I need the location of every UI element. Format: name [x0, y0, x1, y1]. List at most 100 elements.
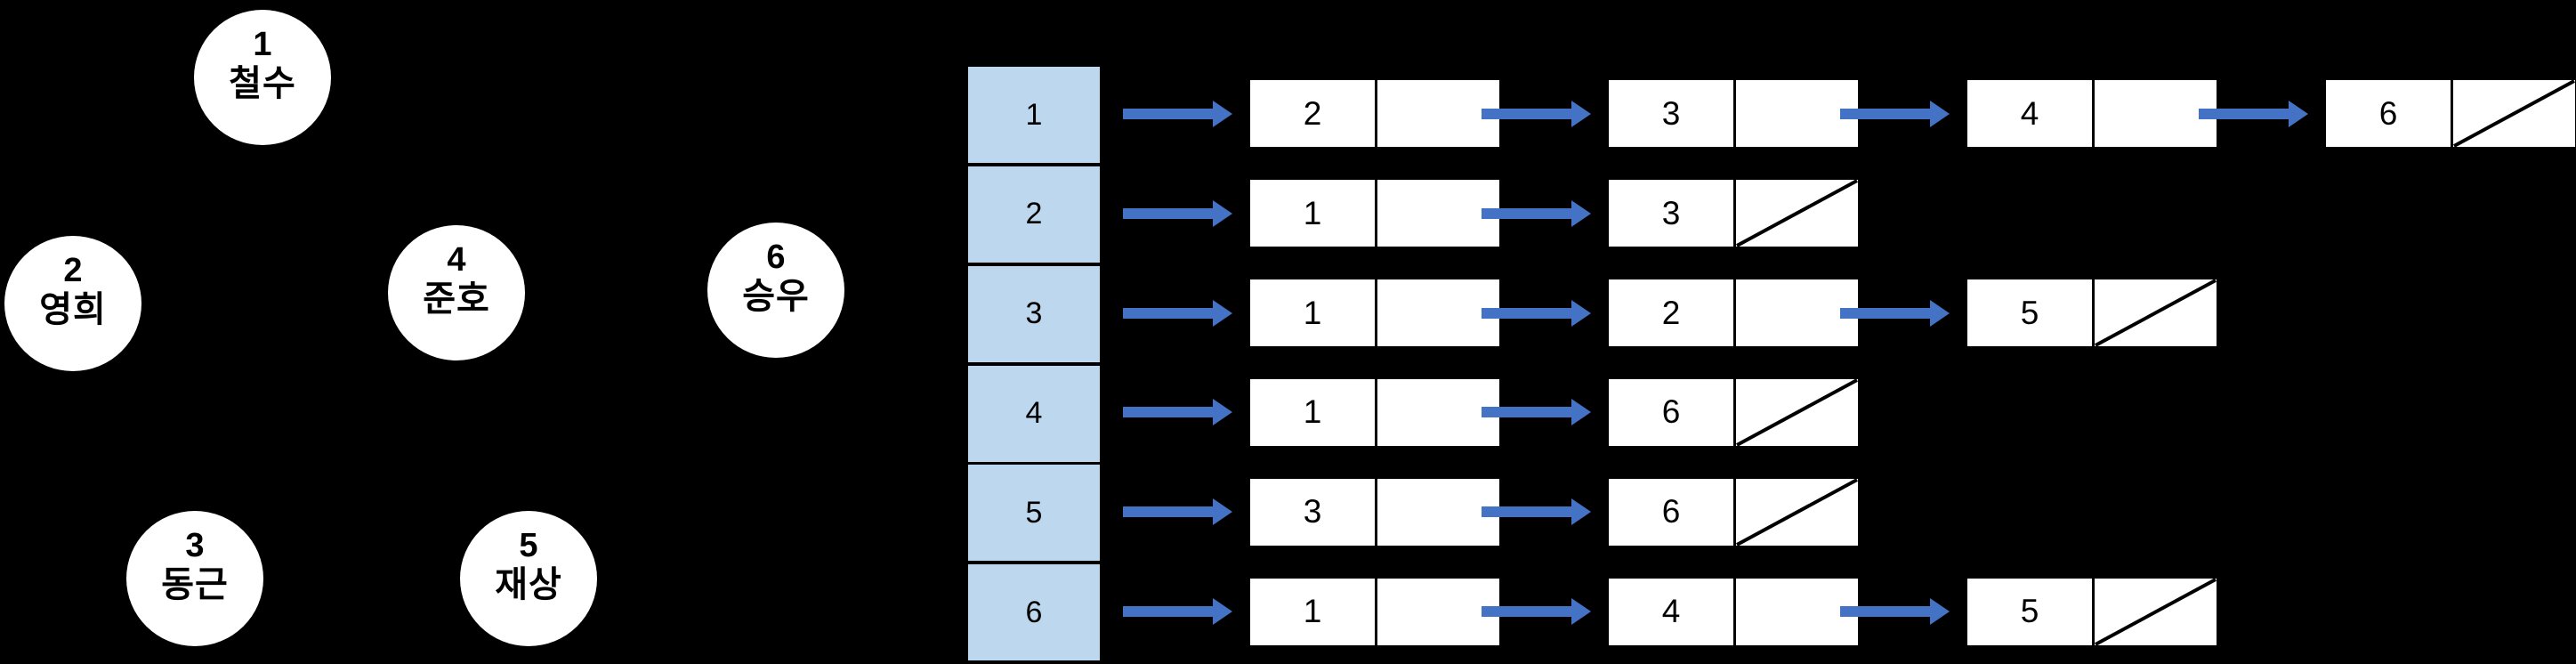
list-node-value: 6 — [1661, 493, 1681, 530]
right-arrow-icon — [1123, 199, 1232, 227]
graph-node-name: 동근 — [161, 564, 229, 604]
graph-node-number: 1 — [253, 26, 272, 64]
null-pointer-slash-icon — [1736, 478, 1858, 546]
vertex-header-cell-4: 4 — [965, 362, 1102, 465]
graph-node-name: 철수 — [229, 63, 296, 103]
cell-divider — [2092, 578, 2095, 645]
right-arrow-icon — [1840, 100, 1950, 127]
list-node-value: 3 — [1661, 194, 1681, 231]
graph-node-name: 승우 — [742, 276, 810, 316]
cell-divider — [1733, 80, 1736, 148]
list-node-value: 4 — [2020, 94, 2039, 132]
right-arrow-icon — [1123, 598, 1232, 626]
vertex-header-cell-6: 6 — [965, 562, 1102, 664]
cell-divider — [1733, 578, 1736, 645]
cell-divider — [1375, 578, 1377, 645]
graph-node-name: 영희 — [39, 289, 107, 329]
cell-divider — [1375, 180, 1377, 247]
list-node-value: 1 — [1303, 393, 1322, 431]
list-node-value: 6 — [2378, 94, 2398, 132]
null-pointer-slash-icon — [1736, 180, 1858, 247]
cell-divider — [1733, 478, 1736, 546]
cell-divider — [1733, 378, 1736, 446]
right-arrow-icon — [1482, 399, 1591, 426]
cell-divider — [1733, 180, 1736, 247]
null-pointer-slash-icon — [2095, 279, 2217, 346]
cell-divider — [2092, 279, 2095, 346]
vertex-header-label: 3 — [1025, 296, 1043, 331]
list-node-value: 5 — [2020, 593, 2039, 630]
list-node-5-3: 3 — [1250, 478, 1499, 546]
list-node-5-6: 6 — [1609, 478, 1858, 546]
list-node-2-3: 3 — [1609, 180, 1858, 247]
graph-node-number: 2 — [63, 252, 83, 290]
vertex-header-cell-5: 5 — [965, 462, 1102, 564]
list-node-2-1: 1 — [1250, 180, 1499, 247]
list-node-3-2: 2 — [1609, 279, 1858, 346]
list-node-3-5: 5 — [1967, 279, 2217, 346]
graph-node-name: 준호 — [423, 279, 490, 319]
null-pointer-slash-icon — [2453, 80, 2575, 148]
list-node-value: 3 — [1303, 493, 1322, 530]
cell-divider — [2092, 80, 2095, 148]
vertex-header-cell-1: 1 — [965, 64, 1102, 166]
list-node-1-4: 4 — [1967, 80, 2217, 148]
list-node-value: 1 — [1303, 593, 1322, 630]
right-arrow-icon — [1123, 399, 1232, 426]
list-node-6-4: 4 — [1609, 578, 1858, 645]
vertex-header-label: 5 — [1025, 495, 1043, 530]
list-node-value: 5 — [2020, 294, 2039, 331]
list-node-4-1: 1 — [1250, 378, 1499, 446]
graph-node-name: 재상 — [495, 564, 562, 604]
vertex-header-label: 2 — [1025, 197, 1043, 231]
cell-divider — [1733, 279, 1736, 346]
right-arrow-icon — [1123, 498, 1232, 526]
list-node-value: 3 — [1661, 94, 1681, 132]
cell-divider — [1375, 279, 1377, 346]
list-node-1-3: 3 — [1609, 80, 1858, 148]
list-node-6-5: 5 — [1967, 578, 2217, 645]
vertex-header-label: 4 — [1025, 396, 1043, 431]
graph-node-number: 4 — [447, 241, 466, 279]
list-node-1-6: 6 — [2326, 80, 2575, 148]
list-node-value: 6 — [1661, 393, 1681, 431]
vertex-header-label: 1 — [1025, 97, 1043, 132]
right-arrow-icon — [1840, 299, 1950, 327]
list-node-value: 4 — [1661, 593, 1681, 630]
right-arrow-icon — [1482, 498, 1591, 526]
list-node-value: 2 — [1303, 94, 1322, 132]
right-arrow-icon — [1123, 299, 1232, 327]
cell-divider — [1375, 478, 1377, 546]
graph-node-number: 5 — [519, 527, 538, 565]
list-node-value: 2 — [1661, 294, 1681, 331]
null-pointer-slash-icon — [1736, 378, 1858, 446]
vertex-header-cell-3: 3 — [965, 263, 1102, 365]
vertex-header-cell-2: 2 — [965, 163, 1102, 265]
right-arrow-icon — [1840, 598, 1950, 626]
list-node-3-1: 1 — [1250, 279, 1499, 346]
cell-divider — [1375, 378, 1377, 446]
right-arrow-icon — [1482, 100, 1591, 127]
right-arrow-icon — [1482, 598, 1591, 626]
list-node-4-6: 6 — [1609, 378, 1858, 446]
list-node-6-1: 1 — [1250, 578, 1499, 645]
null-pointer-slash-icon — [2095, 578, 2217, 645]
list-node-1-2: 2 — [1250, 80, 1499, 148]
list-node-value: 1 — [1303, 294, 1322, 331]
vertex-header-label: 6 — [1025, 595, 1043, 629]
right-arrow-icon — [1482, 299, 1591, 327]
cell-divider — [1375, 80, 1377, 148]
right-arrow-icon — [2199, 100, 2308, 127]
